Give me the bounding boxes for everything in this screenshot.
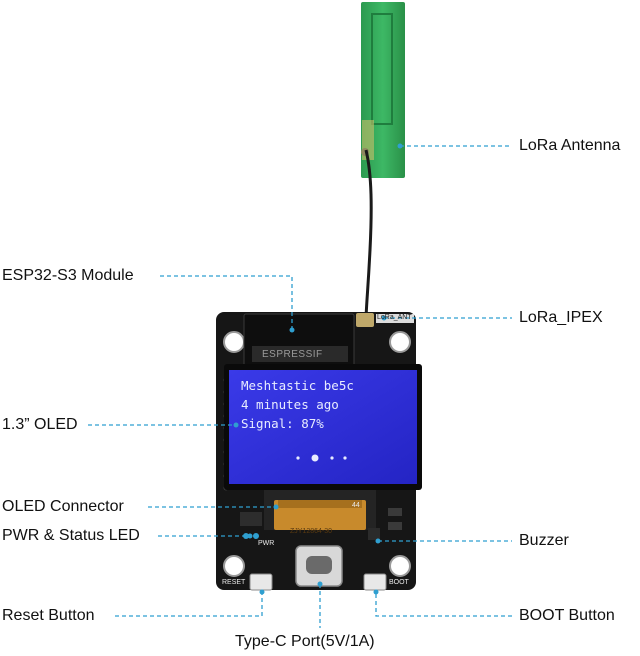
lora-antenna [361,2,405,178]
label-type-c-port: Type-C Port(5V/1A) [235,633,375,650]
callout-lines [88,145,512,628]
lora-ant-silkscreen: LoRa_ANT [377,314,412,321]
boot-silkscreen: BOOT [389,579,409,586]
label-reset-button: Reset Button [2,607,95,624]
pcb-board [216,312,422,591]
label-oled-connector: OLED Connector [2,498,124,515]
oled-line-2: 4 minutes ago [241,397,339,412]
oled-line-1: Meshtastic be5c [241,378,354,393]
oled-page-dots [296,454,347,462]
label-buzzer: Buzzer [519,532,569,549]
label-lora-ipex: LoRa_IPEX [519,309,603,326]
label-oled: 1.3” OLED [2,416,78,433]
label-boot-button: BOOT Button [519,607,615,624]
label-esp32-module: ESP32-S3 Module [2,267,134,284]
espressif-logo-text: ESPRESSIF [262,349,323,360]
label-pwr-status-led: PWR & Status LED [2,527,140,544]
pwr-silkscreen: PWR [258,540,275,547]
flex-label: ZJY12864-30 [290,528,333,535]
pin-count-silkscreen: 44 [352,502,360,509]
callout-dots [233,143,403,595]
antenna-cable [364,149,373,319]
reset-silkscreen: RESET [222,579,246,586]
leader-boot [375,592,512,617]
label-lora-antenna: LoRa Antenna [519,137,621,154]
leader-reset [115,592,263,617]
oled-line-3: Signal: 87% [241,416,324,431]
leader-esp32 [160,275,293,330]
